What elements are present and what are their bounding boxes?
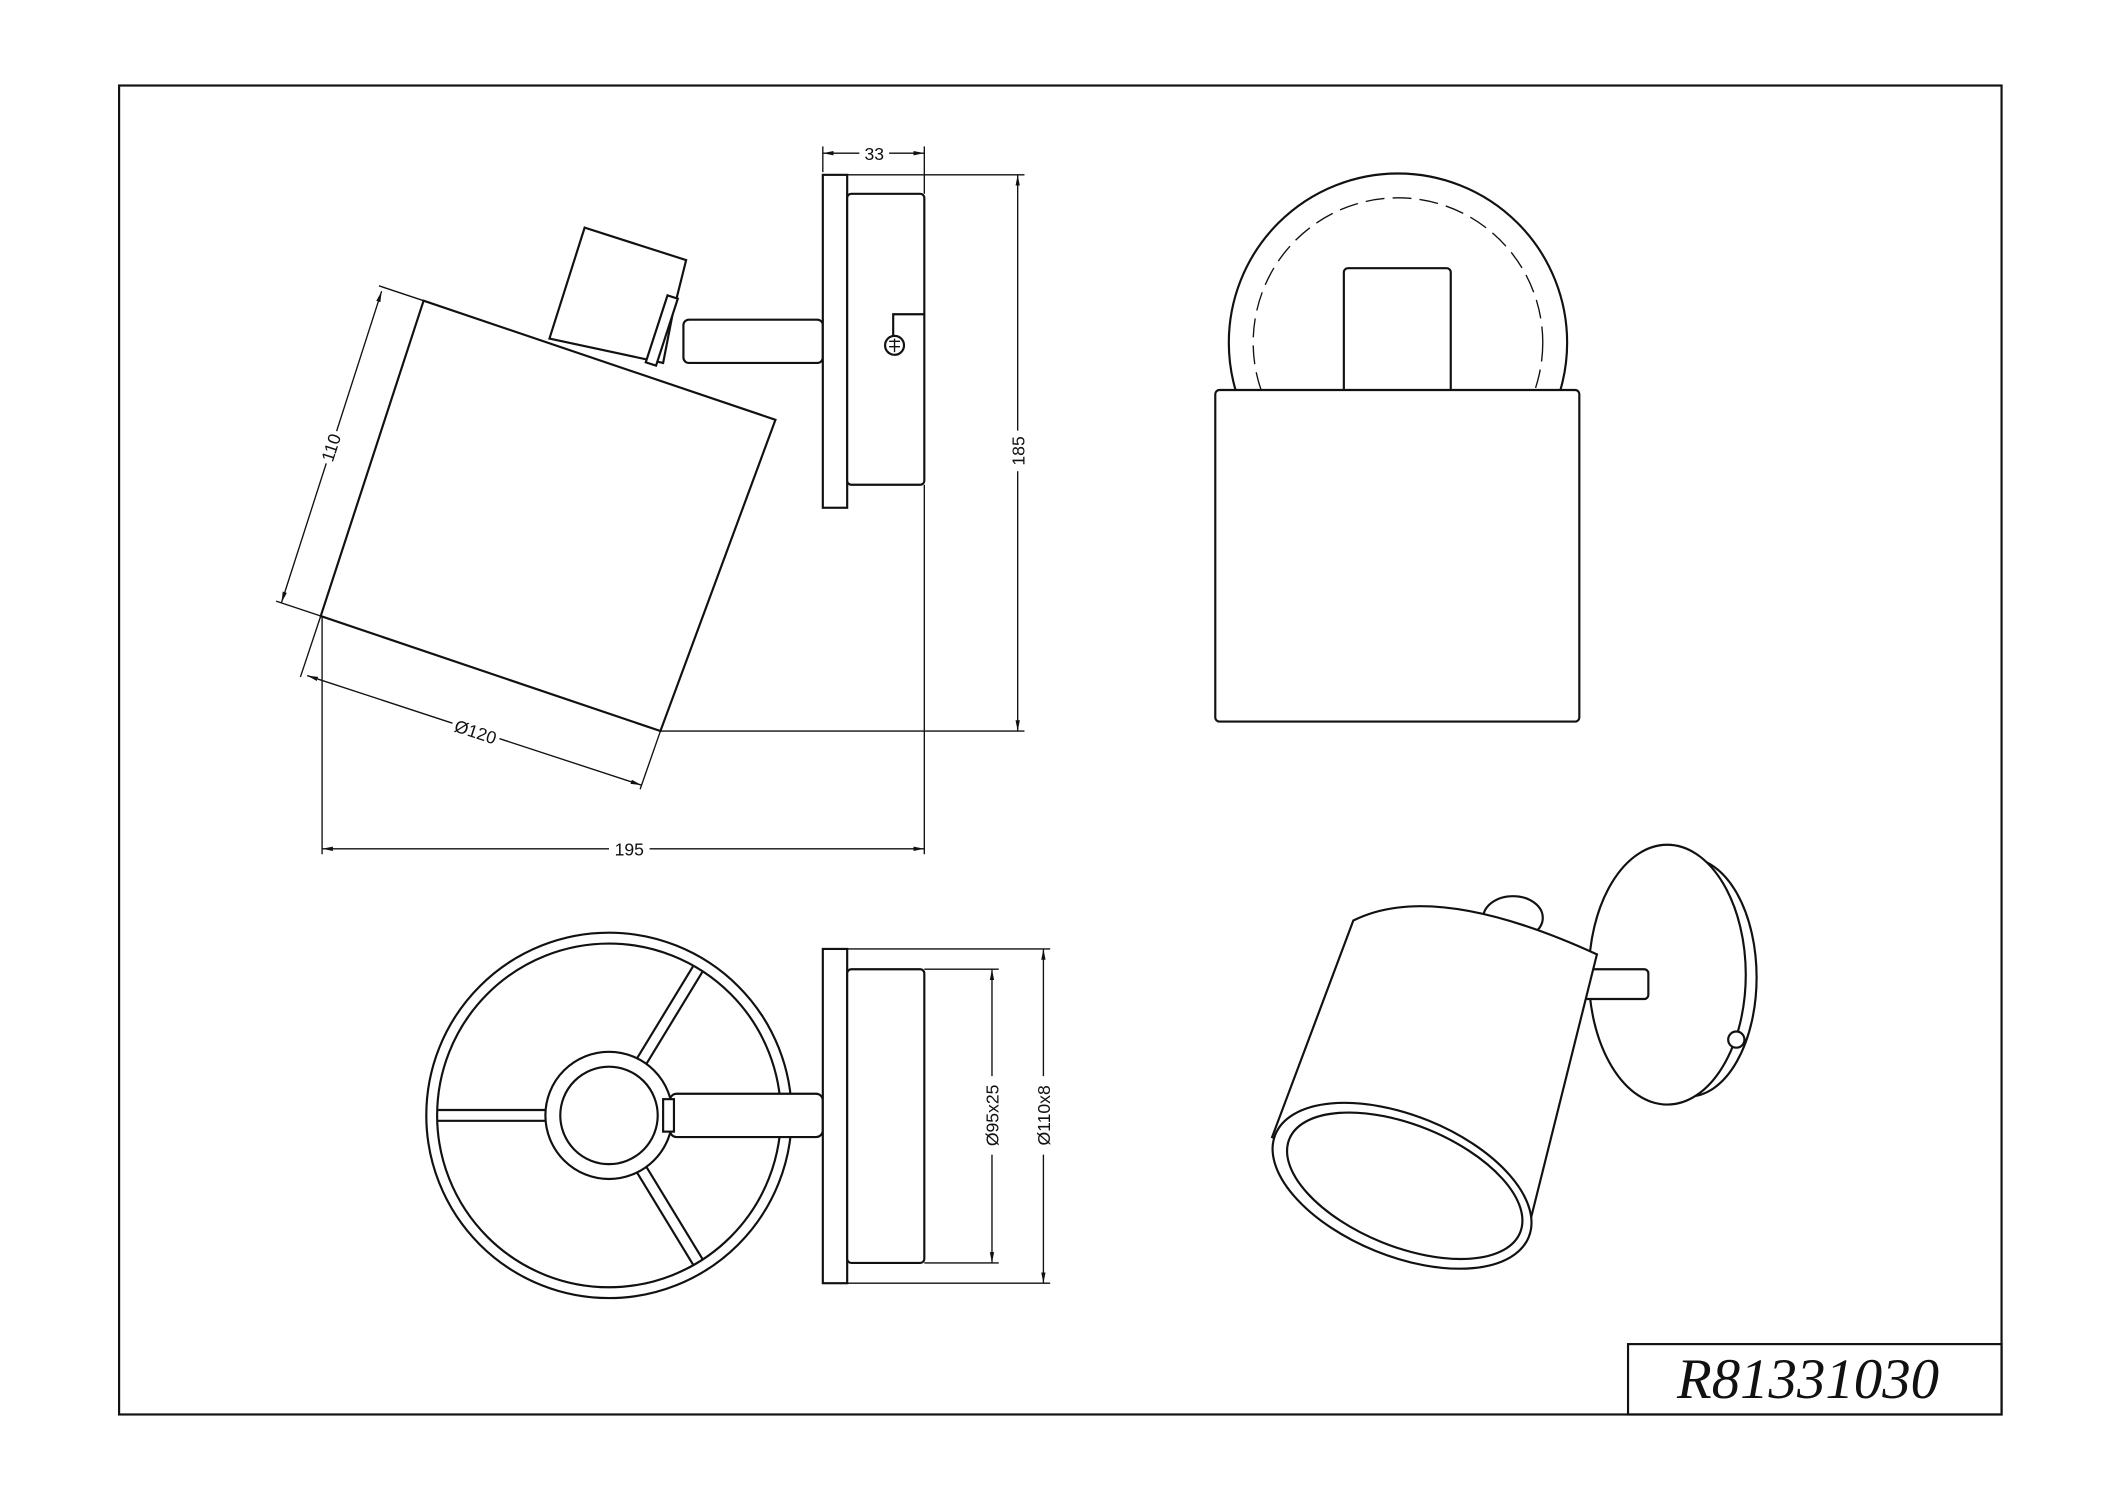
- title-block: R81331030: [1626, 1343, 2003, 1416]
- dim-195: 195: [615, 840, 645, 860]
- drawing-border: [118, 84, 2003, 1416]
- isometric-view: [1270, 843, 1758, 1270]
- shade: [319, 299, 777, 733]
- dim-33: 33: [864, 144, 884, 164]
- canopy: [846, 968, 926, 1264]
- dim-d120: Ø120: [452, 716, 499, 748]
- dim-wall-plate: Ø110x8: [1034, 1085, 1054, 1145]
- socket-ring: [544, 1050, 674, 1181]
- dim-185: 185: [1008, 436, 1028, 466]
- knob: [644, 293, 680, 367]
- side-view: 33 185 195 110 Ø120: [275, 142, 1029, 860]
- bottom-view: Ø95x25 Ø110x8: [425, 931, 1055, 1300]
- shade: [1214, 388, 1581, 723]
- socket-housing: [1342, 267, 1452, 394]
- arm: [668, 1092, 824, 1139]
- canopy: [846, 192, 926, 486]
- wall-plate: [821, 947, 849, 1285]
- wall-plate: [821, 173, 849, 509]
- dim-110: 110: [317, 431, 345, 464]
- shade-opening: [1271, 1101, 1533, 1270]
- arm: [682, 318, 824, 365]
- socket-housing: [548, 226, 688, 365]
- dim-canopy: Ø95x25: [983, 1084, 1003, 1146]
- part-number: R81331030: [1676, 1348, 1939, 1411]
- front-view: [1214, 172, 1581, 723]
